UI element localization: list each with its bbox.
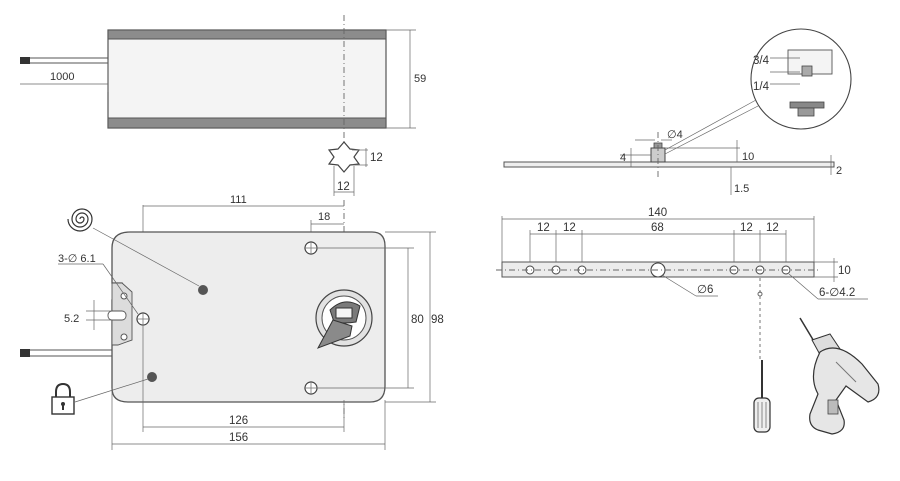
cable-end bbox=[20, 57, 30, 64]
drill-point bbox=[757, 291, 763, 297]
dim-18: 18 bbox=[318, 211, 330, 223]
position-indicator bbox=[316, 319, 353, 349]
top-view: 1000 59 12 12 bbox=[20, 15, 426, 196]
dim-126: 126 bbox=[229, 415, 248, 427]
slot-hole bbox=[120, 292, 128, 300]
dim-156: 156 bbox=[229, 432, 248, 444]
actuator-body bbox=[111, 231, 386, 403]
dim-80: 80 bbox=[411, 314, 424, 326]
holes-6-label: 6-∅4.2 bbox=[819, 287, 855, 299]
detail-leader bbox=[664, 99, 757, 151]
leader bbox=[661, 274, 697, 297]
dim-phi6: ∅6 bbox=[697, 284, 713, 296]
dim-shaft-12: 12 bbox=[370, 152, 383, 164]
bracket-side-view: ∅4 4 10 1.5 2 3/4 1/4 bbox=[503, 28, 852, 195]
lock-point bbox=[147, 372, 157, 382]
detail-1-4: 1/4 bbox=[753, 81, 770, 93]
dim-shaft-width-12: 12 bbox=[337, 181, 350, 193]
slot-hole bbox=[120, 333, 128, 341]
detail-3-4: 3/4 bbox=[753, 55, 770, 67]
housing-bottom-band bbox=[107, 117, 387, 129]
dim-2: 2 bbox=[836, 165, 842, 177]
drill-icon bbox=[799, 317, 880, 435]
dim-4: 4 bbox=[620, 152, 626, 164]
cable-end bbox=[20, 349, 30, 357]
dim-111: 111 bbox=[230, 194, 247, 206]
detail-plate bbox=[789, 101, 825, 109]
detail-stud bbox=[801, 65, 813, 77]
dim-12b: 12 bbox=[563, 222, 576, 234]
spring-return-icon bbox=[67, 208, 93, 232]
dim-phi4: ∅4 bbox=[667, 129, 683, 141]
spring-return-point bbox=[198, 285, 208, 295]
dim-12c: 12 bbox=[740, 222, 753, 234]
leader bbox=[102, 263, 139, 315]
dim-1-5: 1.5 bbox=[734, 183, 749, 195]
dim-top-10: 10 bbox=[838, 265, 851, 277]
leader bbox=[788, 273, 819, 300]
bracket-plate-side bbox=[503, 161, 835, 168]
dim-side-10: 10 bbox=[742, 151, 754, 163]
lock-icon bbox=[51, 382, 75, 415]
dim-68: 68 bbox=[651, 222, 664, 234]
dim-5-2: 5.2 bbox=[64, 313, 79, 325]
dim-59: 59 bbox=[414, 73, 426, 85]
dim-12d: 12 bbox=[766, 222, 779, 234]
detail-leader bbox=[664, 105, 759, 155]
dim-1000: 1000 bbox=[50, 71, 74, 83]
bracket-top-view: 140 12 12 68 12 12 10 ∅6 6-∅4.2 bbox=[496, 207, 868, 360]
front-view: 111 18 bbox=[20, 194, 444, 450]
dim-98: 98 bbox=[431, 314, 444, 326]
leader bbox=[74, 378, 149, 403]
dim-140: 140 bbox=[648, 207, 667, 219]
screwdriver-icon bbox=[753, 360, 771, 433]
detail-nut bbox=[797, 107, 815, 117]
shaft-section-icon bbox=[327, 141, 361, 173]
housing-top-band bbox=[107, 29, 387, 40]
shaft-square bbox=[335, 307, 353, 319]
holes-label: 3-∅ 6.1 bbox=[58, 253, 96, 265]
dim-12a: 12 bbox=[537, 222, 550, 234]
slot bbox=[107, 310, 127, 321]
leader bbox=[92, 227, 200, 287]
